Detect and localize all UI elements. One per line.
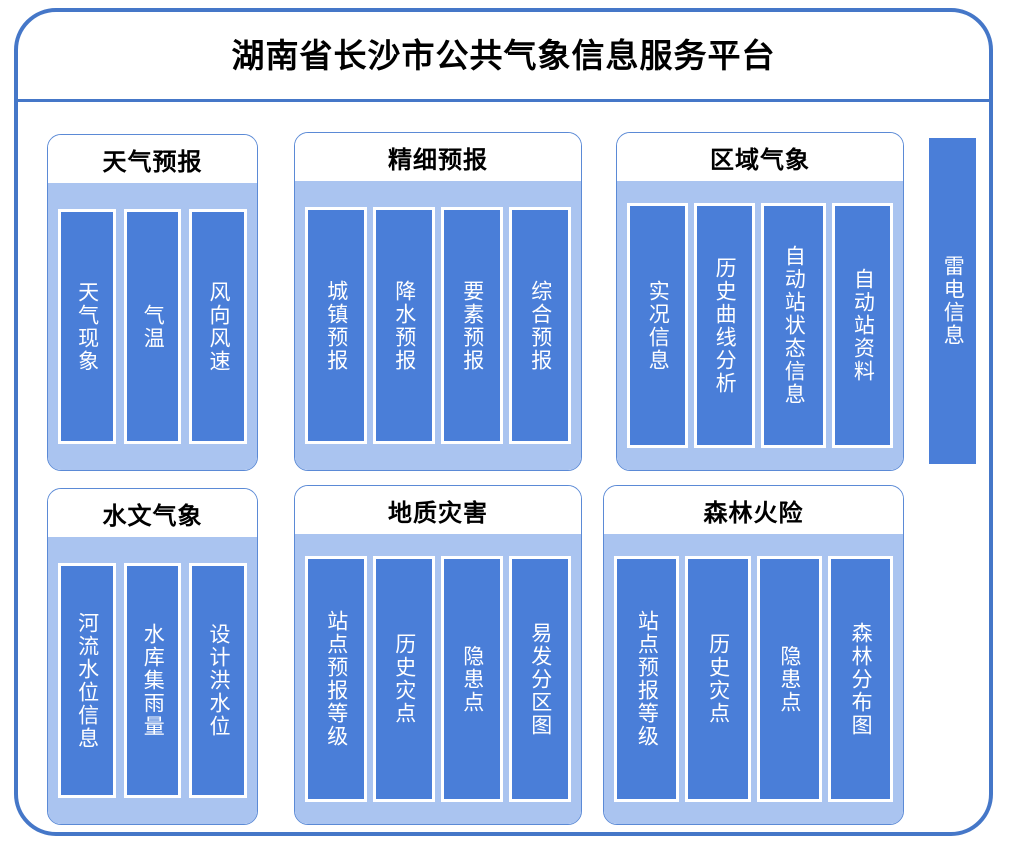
bars-row: 站点预报等级 历史灾点 隐患点 森林分布图 [614,556,893,802]
bar-hidden-danger-point[interactable]: 隐患点 [756,556,822,802]
panel-hydro-meteorology[interactable]: 水文气象 河流水位信息 水库集雨量 设计洪水位 [47,488,258,825]
bar-river-water-level[interactable]: 河流水位信息 [58,563,116,798]
bar-label: 隐患点 [777,644,802,714]
bar-hidden-danger-point[interactable]: 隐患点 [441,556,503,802]
bar-label: 易发分区图 [528,621,553,737]
bars-row: 实况信息 历史曲线分析 自动站状态信息 自动站资料 [627,203,894,448]
panel-body: 站点预报等级 历史灾点 隐患点 易发分区图 [295,534,581,824]
bar-wind[interactable]: 风向风速 [189,209,248,444]
bar-forest-distribution-map[interactable]: 森林分布图 [827,556,893,802]
page-title: 湖南省长沙市公共气象信息服务平台 [231,36,776,75]
bar-label: 历史灾点 [392,633,417,725]
bar-label: 站点预报等级 [635,610,660,748]
bars-row: 河流水位信息 水库集雨量 设计洪水位 [58,563,248,798]
panel-area: 天气预报 天气现象 气温 风向风速 精细预报 [18,105,989,832]
bar-temperature[interactable]: 气温 [123,209,182,444]
panel-title: 天气预报 [48,135,257,183]
bar-label: 自动站状态信息 [782,245,807,406]
bar-town-forecast[interactable]: 城镇预报 [305,207,367,444]
bar-label: 自动站资料 [851,268,876,383]
panel-title: 精细预报 [295,133,581,181]
bar-aws-data[interactable]: 自动站资料 [832,203,894,448]
panel-body: 城镇预报 降水预报 要素预报 综合预报 [295,181,581,470]
panel-body: 天气现象 气温 风向风速 [48,183,257,470]
bar-historical-disaster-point[interactable]: 历史灾点 [685,556,751,802]
bars-row: 站点预报等级 历史灾点 隐患点 易发分区图 [305,556,571,802]
bar-label: 设计洪水位 [206,623,231,738]
panel-regional-meteorology[interactable]: 区域气象 实况信息 历史曲线分析 自动站状态信息 自动站资料 [616,132,904,471]
bar-station-forecast-level[interactable]: 站点预报等级 [614,556,680,802]
bar-label: 河流水位信息 [75,611,100,750]
panel-body: 实况信息 历史曲线分析 自动站状态信息 自动站资料 [617,181,903,470]
bar-element-forecast[interactable]: 要素预报 [441,207,503,444]
bar-comprehensive-forecast[interactable]: 综合预报 [509,207,571,444]
bar-label: 城镇预报 [324,279,349,372]
bar-label: 雷电信息 [941,255,966,347]
panel-forest-fire-risk[interactable]: 森林火险 站点预报等级 历史灾点 隐患点 森林分布图 [603,485,904,825]
panel-weather-forecast[interactable]: 天气预报 天气现象 气温 风向风速 [47,134,258,471]
panel-body: 站点预报等级 历史灾点 隐患点 森林分布图 [604,534,903,824]
panel-title: 区域气象 [617,133,903,181]
panel-title: 森林火险 [604,486,903,534]
bar-label: 历史灾点 [706,633,731,725]
panel-title: 地质灾害 [295,486,581,534]
bar-label: 森林分布图 [849,621,874,737]
bars-row: 城镇预报 降水预报 要素预报 综合预报 [305,207,571,444]
bar-label: 风向风速 [206,280,231,373]
bar-precipitation-forecast[interactable]: 降水预报 [373,207,435,444]
bar-station-forecast-level[interactable]: 站点预报等级 [305,556,367,802]
bar-lightning-info[interactable]: 雷电信息 [929,138,976,464]
bar-label: 综合预报 [528,279,553,372]
bar-label: 水库集雨量 [141,623,166,738]
bar-historical-disaster-point[interactable]: 历史灾点 [373,556,435,802]
panel-body: 河流水位信息 水库集雨量 设计洪水位 [48,537,257,824]
bar-weather-phenomenon[interactable]: 天气现象 [58,209,116,444]
bar-label: 降水预报 [392,279,417,372]
bar-label: 历史曲线分析 [713,256,738,395]
bar-label: 要素预报 [460,279,485,372]
bar-reservoir-rainfall[interactable]: 水库集雨量 [123,563,182,798]
bar-prone-zone-map[interactable]: 易发分区图 [509,556,571,802]
bar-label: 站点预报等级 [324,610,349,748]
platform-title-bar: 湖南省长沙市公共气象信息服务平台 [18,12,989,102]
panel-fine-forecast[interactable]: 精细预报 城镇预报 降水预报 要素预报 综合预报 [294,132,582,471]
platform-frame: 湖南省长沙市公共气象信息服务平台 天气预报 天气现象 气温 风向风速 [14,8,993,836]
bar-label: 隐患点 [460,644,485,714]
bars-row: 天气现象 气温 风向风速 [58,209,248,444]
bar-design-flood-level[interactable]: 设计洪水位 [189,563,248,798]
bar-label: 气温 [141,303,166,350]
bar-live-info[interactable]: 实况信息 [627,203,688,448]
panel-geological-hazard[interactable]: 地质灾害 站点预报等级 历史灾点 隐患点 易发分区图 [294,485,582,825]
bar-label: 天气现象 [75,280,100,373]
panel-title: 水文气象 [48,489,257,537]
bar-history-curve-analysis[interactable]: 历史曲线分析 [693,203,755,448]
bar-label: 实况信息 [646,279,671,372]
bar-aws-status-info[interactable]: 自动站状态信息 [760,203,827,448]
